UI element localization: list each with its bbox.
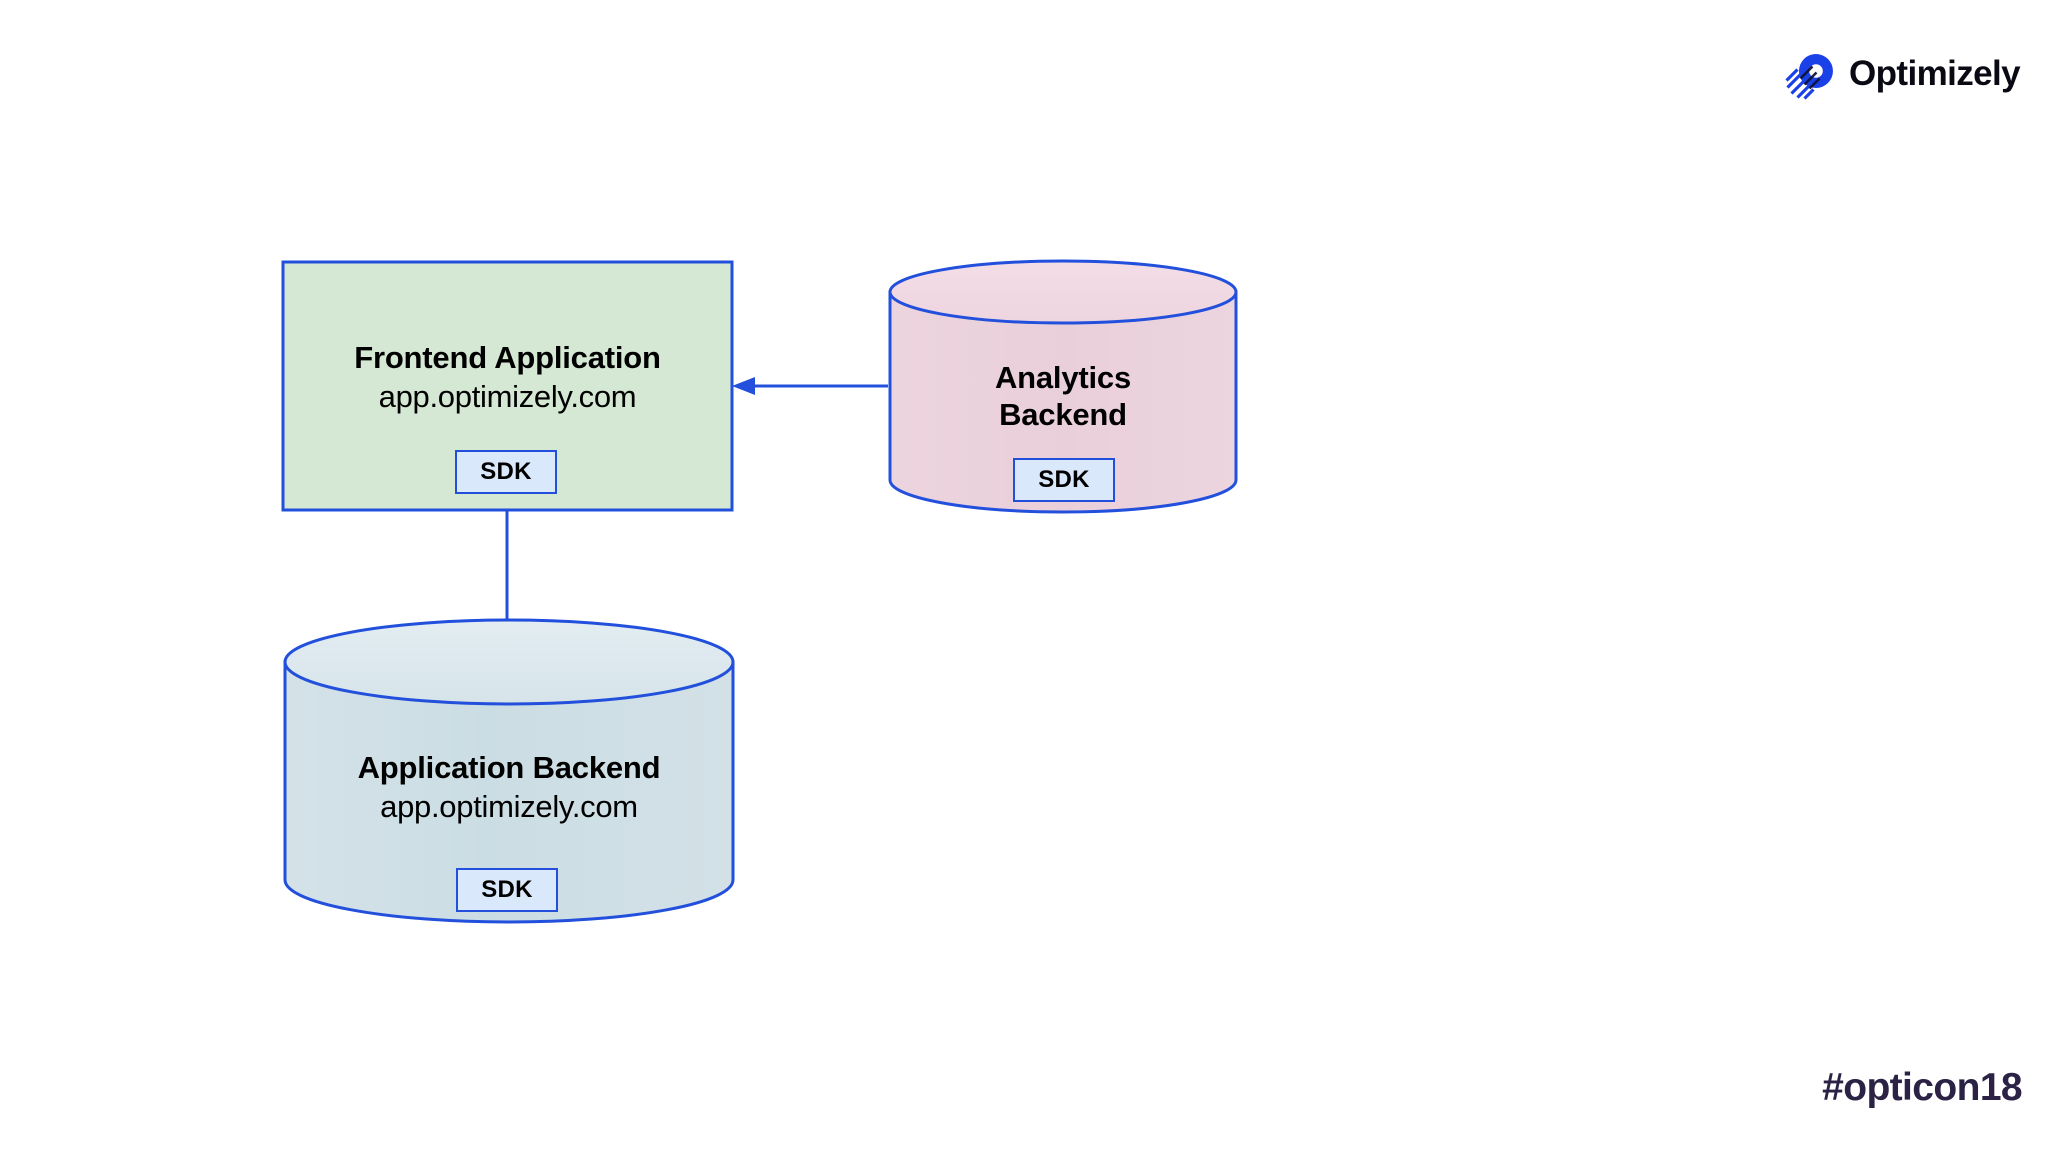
application-backend-title: Application Backend [357, 750, 661, 785]
node-analytics-backend[interactable] [888, 259, 1238, 514]
event-hashtag: #opticon18 [1822, 1066, 2022, 1109]
edge-analytics-to-frontend [732, 377, 888, 395]
application-backend-label: Application Backend app.optimizely.com [285, 750, 733, 825]
node-application-backend[interactable] [283, 618, 735, 924]
optimizely-rocket-o-logo-icon [1785, 53, 1833, 100]
optimizely-wordmark: Optimizely [1849, 54, 2021, 93]
frontend-application-title: Frontend Application [354, 340, 661, 375]
analytics-backend-title-line-1: Analytics [994, 360, 1132, 395]
frontend-application-subtitle: app.optimizely.com [378, 378, 637, 414]
sdk-badge-frontend-application[interactable]: SDK [455, 450, 557, 494]
optimizely-brand-lockup: Optimizely [1785, 48, 2021, 100]
frontend-application-label: Frontend Application app.optimizely.com [283, 340, 732, 415]
sdk-badge-application-backend[interactable]: SDK [456, 868, 558, 912]
sdk-badge-analytics-backend[interactable]: SDK [1013, 458, 1115, 502]
application-backend-subtitle: app.optimizely.com [380, 788, 638, 824]
analytics-backend-label: Analytics Backend [890, 360, 1236, 433]
analytics-backend-title-line-2: Backend [999, 396, 1127, 432]
